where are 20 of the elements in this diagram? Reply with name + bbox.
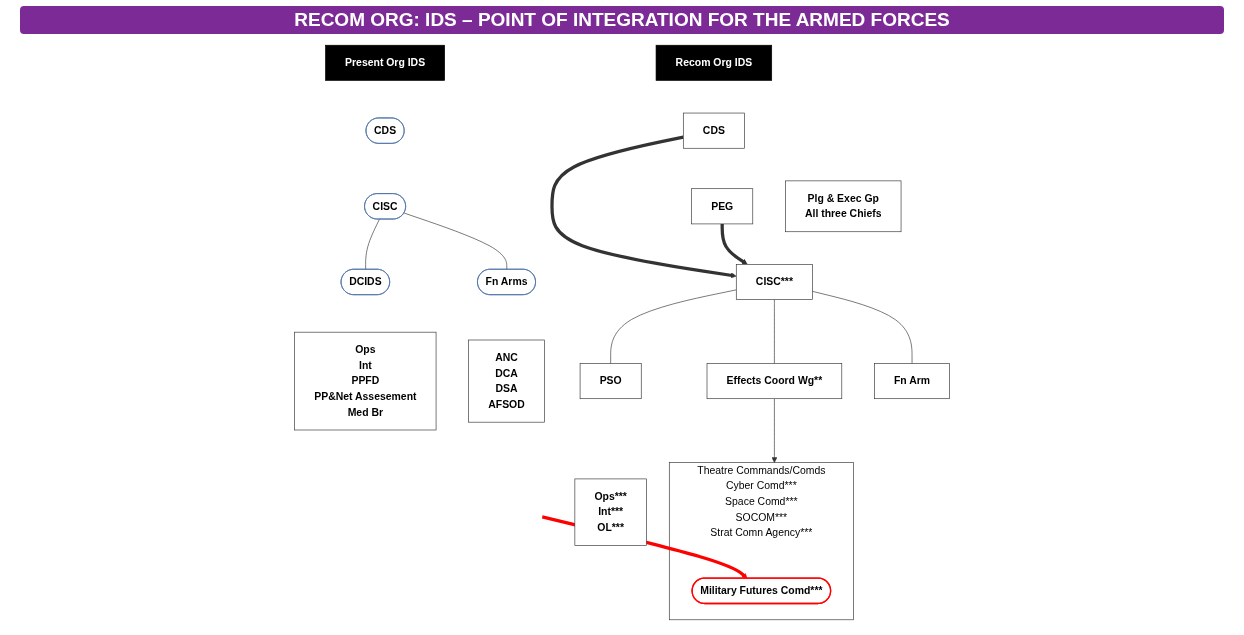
node-box: PEG	[691, 188, 753, 225]
title-banner: RECOM ORG: IDS – POINT OF INTEGRATION FOR THE ARMED FORCES	[20, 6, 1224, 34]
connector	[773, 299, 775, 364]
node-box: Ops*** Int*** OL***	[574, 478, 647, 546]
arrow	[550, 135, 737, 279]
node-box: Fn Arm	[873, 363, 950, 400]
node-box: CDS	[682, 112, 745, 149]
node-box: Present Org IDS	[325, 44, 445, 81]
arrow	[720, 223, 748, 265]
node-box: Effects Coord Wg**	[706, 363, 842, 400]
node-box: Recom Org IDS	[655, 44, 772, 81]
node-box: Plg & Exec Gp All three Chiefs	[784, 180, 902, 233]
connector	[812, 291, 913, 364]
connector	[403, 212, 507, 270]
connector	[610, 289, 737, 364]
node-box: ANC DCA DSA AFSOD	[468, 339, 545, 423]
node-box: Ops Int PPFD PP&Net Assesement Med Br	[294, 331, 437, 431]
node-box: CISC***	[735, 264, 813, 300]
connector	[365, 219, 380, 270]
node-box: PSO	[579, 363, 642, 400]
